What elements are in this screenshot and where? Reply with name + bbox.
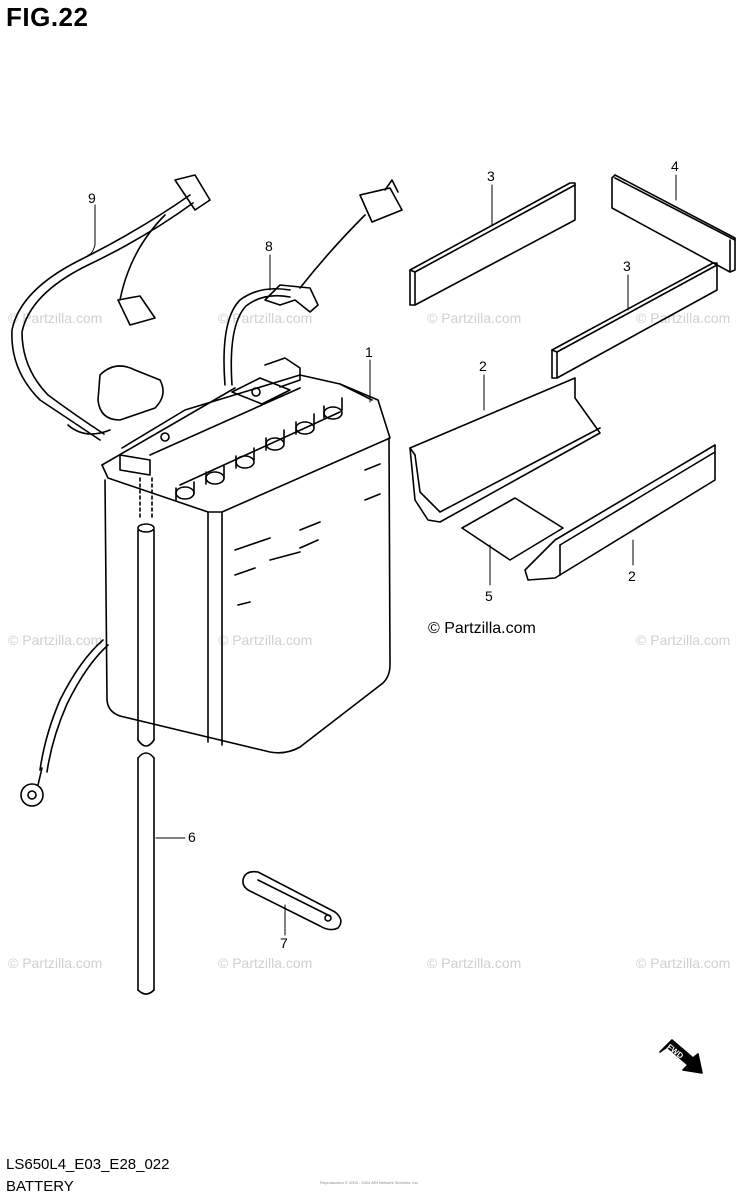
leader-lines — [87, 174, 677, 936]
cable-9-drawing — [11, 174, 211, 807]
watermark: © Partzilla.com — [218, 955, 313, 971]
watermark: © Partzilla.com — [218, 632, 313, 648]
watermark: © Partzilla.com — [218, 310, 313, 326]
trays-drawing — [409, 377, 716, 581]
callout-1: 1 — [365, 344, 373, 360]
watermark: © Partzilla.com — [8, 632, 103, 648]
watermark: © Partzilla.com — [636, 955, 731, 971]
watermark: © Partzilla.com — [427, 310, 522, 326]
tiny-copyright: Reproduction © 2004 - 2024 ARI Network S… — [320, 1180, 419, 1185]
callout-2: 2 — [628, 568, 636, 584]
callout-2: 2 — [479, 358, 487, 374]
callout-6: 6 — [188, 829, 196, 845]
figure-title: FIG.22 — [6, 2, 89, 32]
watermark: © Partzilla.com — [636, 632, 731, 648]
figure-code: LS650L4_E03_E28_022 — [6, 1156, 170, 1173]
fwd-arrow-icon — [659, 1039, 703, 1074]
callout-7: 7 — [280, 935, 288, 951]
watermark: © Partzilla.com — [427, 955, 522, 971]
figure-name: BATTERY — [6, 1178, 74, 1195]
watermark: © Partzilla.com — [8, 955, 103, 971]
pads-drawing — [409, 174, 736, 379]
clip-7-drawing — [242, 870, 342, 931]
callout-5: 5 — [485, 588, 493, 604]
hose-6-drawing — [137, 477, 155, 995]
callout-4: 4 — [671, 158, 679, 174]
battery-drawing — [101, 357, 391, 754]
center-copyright: © Partzilla.com — [428, 620, 536, 637]
plate-5-drawing — [461, 497, 564, 561]
callout-9: 9 — [88, 190, 96, 206]
callout-3: 3 — [623, 258, 631, 274]
callout-3: 3 — [487, 168, 495, 184]
lead-8-drawing — [223, 179, 403, 386]
callout-8: 8 — [265, 238, 273, 254]
watermark: © Partzilla.com — [8, 310, 103, 326]
